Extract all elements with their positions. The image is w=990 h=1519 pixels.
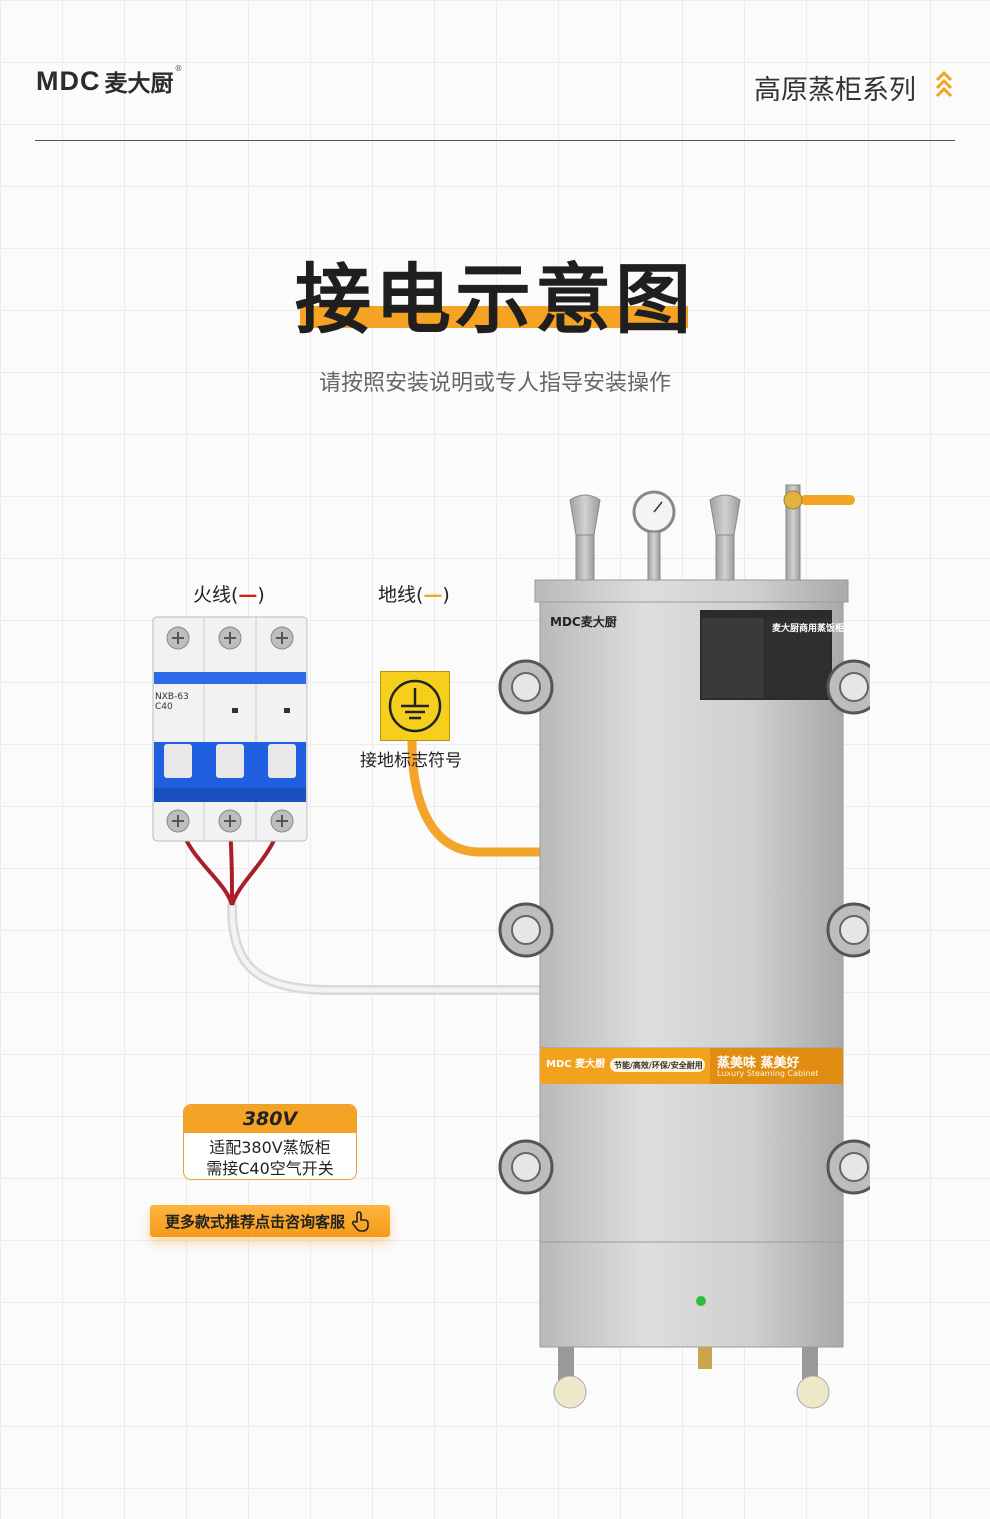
page-subtitle: 请按照安装说明或专人指导安装操作 (318, 371, 671, 396)
ground-wire (407, 737, 547, 857)
header-divider (35, 140, 955, 141)
cabinet-band-tag: 节能/高效/环保/安全耐用 (614, 1061, 703, 1070)
consult-service-button[interactable]: 更多款式推荐点击咨询客服 (150, 1205, 390, 1237)
cabinet-band-brand: MDC 麦大厨 (546, 1059, 606, 1070)
ground-icon (388, 679, 442, 733)
logo-name: 麦大厨 (104, 71, 174, 97)
ground-wire-label: 地线(—) (378, 584, 450, 606)
ground-symbol (380, 671, 450, 741)
top-fittings (569, 484, 855, 581)
title-highlight (300, 306, 688, 328)
spec-line-1: 适配380V蒸饭柜 (209, 1138, 331, 1157)
consult-service-label: 更多款式推荐点击咨询客服 (164, 1212, 345, 1231)
circuit-breaker (152, 616, 308, 842)
breaker-label: NXB-63 C40 (155, 692, 189, 712)
cabinet-sticker-title: 麦大厨商用蒸饭柜 (772, 624, 845, 634)
series-title: 高原蒸柜系列 (754, 75, 916, 106)
ground-symbol-caption: 接地标志符号 (360, 751, 462, 771)
live-wire-label: 火线(—) (193, 584, 265, 606)
page-title: 接电示意图 (295, 255, 695, 344)
cabinet-band-en: Luxury Steaming Cabinet (717, 1069, 819, 1078)
spec-voltage: 380V (184, 1105, 356, 1133)
hand-pointer-icon (351, 1211, 369, 1232)
logo-mark: MDC (36, 65, 101, 96)
cabinet-plate-brand: MDC麦大厨 (550, 615, 617, 629)
brand-logo: MDC 麦大厨 ® (36, 64, 183, 98)
steam-cabinet (498, 484, 870, 1409)
spec-line-2: 需接C40空气开关 (206, 1159, 334, 1178)
cabinet-band-slogan: 蒸美味 蒸美好 (717, 1056, 800, 1071)
spec-card: 380V 适配380V蒸饭柜 需接C40空气开关 (183, 1104, 357, 1180)
registered-mark: ® (174, 64, 183, 73)
double-chevron-up-icon (935, 70, 953, 98)
